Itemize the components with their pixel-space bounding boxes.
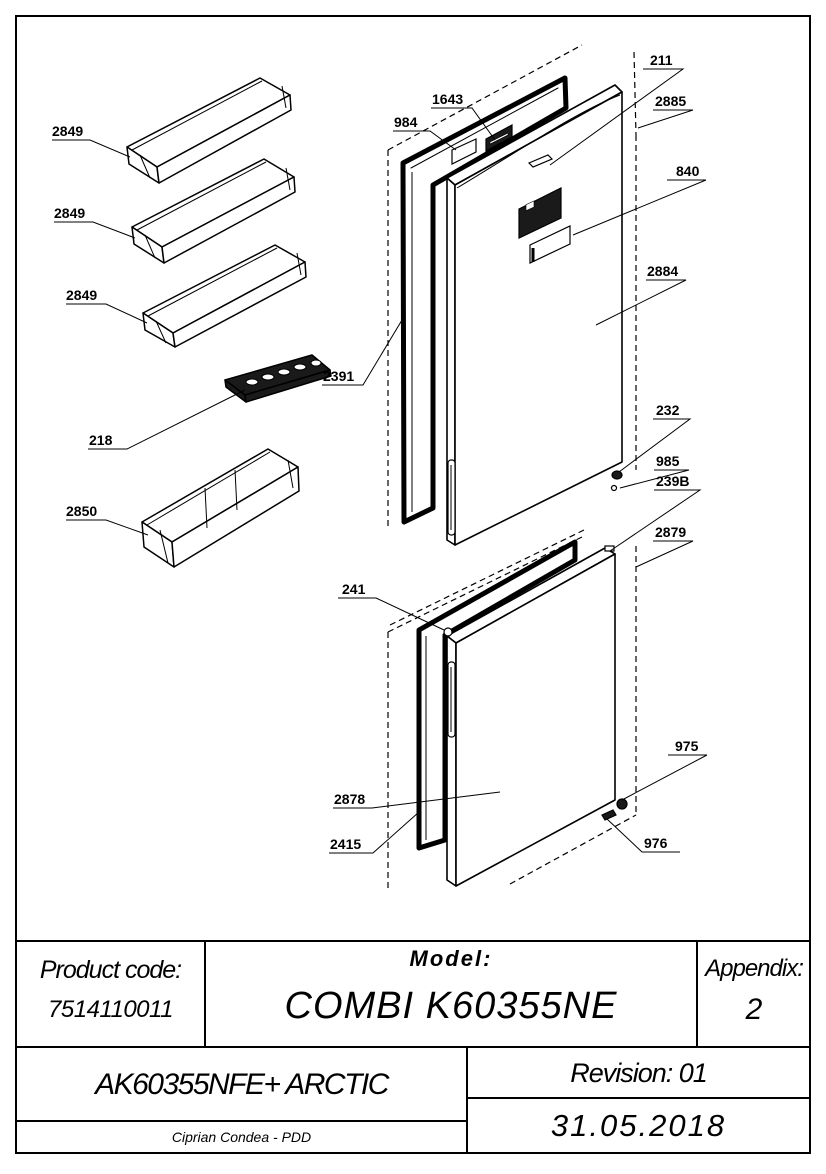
callout-2884: 2884 bbox=[647, 263, 678, 279]
title-block-grid bbox=[16, 940, 810, 1153]
product-code-label: Product code: bbox=[39, 955, 182, 984]
callout-2849-b: 2849 bbox=[54, 205, 85, 221]
variant-name: AK60355NFE+ ARCTIC bbox=[95, 1068, 389, 1101]
callout-239b: 239B bbox=[656, 473, 689, 489]
revision-date: 31.05.2018 bbox=[550, 1108, 727, 1143]
lower-door-dashes bbox=[387, 529, 637, 890]
callout-241: 241 bbox=[342, 581, 366, 597]
leader-lines bbox=[52, 68, 708, 854]
product-code-value: 7514110011 bbox=[48, 996, 173, 1023]
sheet-border bbox=[15, 15, 811, 1154]
upper-door-gasket bbox=[400, 75, 569, 525]
callout-975: 975 bbox=[675, 738, 699, 754]
upper-door-details bbox=[451, 123, 623, 492]
model-label: Model: bbox=[409, 946, 493, 971]
bottle-shelf bbox=[141, 448, 300, 568]
upper-door-dashes bbox=[387, 44, 637, 530]
callout-840: 840 bbox=[676, 163, 700, 179]
appendix-value: 2 bbox=[745, 993, 763, 1026]
callout-211: 211 bbox=[650, 52, 673, 68]
balcony-shelf-1 bbox=[126, 77, 292, 184]
callout-218: 218 bbox=[89, 432, 113, 448]
revision: Revision: 01 bbox=[570, 1057, 708, 1088]
callout-2879: 2879 bbox=[655, 524, 686, 540]
lower-door-panel bbox=[446, 547, 616, 887]
callout-2850: 2850 bbox=[66, 503, 97, 519]
callout-976: 976 bbox=[644, 835, 668, 851]
callout-2849-a: 2849 bbox=[52, 123, 83, 139]
appendix-label: Appendix: bbox=[705, 955, 804, 982]
callout-2391: 2391 bbox=[323, 368, 354, 384]
callout-1643: 1643 bbox=[432, 91, 463, 107]
model-value: COMBI K60355NE bbox=[284, 984, 618, 1027]
balcony-shelf-2 bbox=[131, 158, 296, 264]
callout-2849-c: 2849 bbox=[66, 287, 97, 303]
egg-tray bbox=[224, 354, 332, 403]
callout-2415: 2415 bbox=[330, 836, 361, 852]
callout-2878: 2878 bbox=[334, 791, 365, 807]
balcony-shelf-3 bbox=[142, 244, 307, 348]
upper-door-panel bbox=[446, 84, 623, 546]
callout-2885: 2885 bbox=[655, 93, 686, 109]
author: Ciprian Condea - PDD bbox=[171, 1129, 312, 1145]
callout-232: 232 bbox=[656, 402, 680, 418]
callout-985: 985 bbox=[656, 453, 680, 469]
callout-984: 984 bbox=[394, 114, 418, 130]
callout-labels: 2849 2849 2849 218 2850 984 1643 211 288… bbox=[52, 52, 700, 852]
